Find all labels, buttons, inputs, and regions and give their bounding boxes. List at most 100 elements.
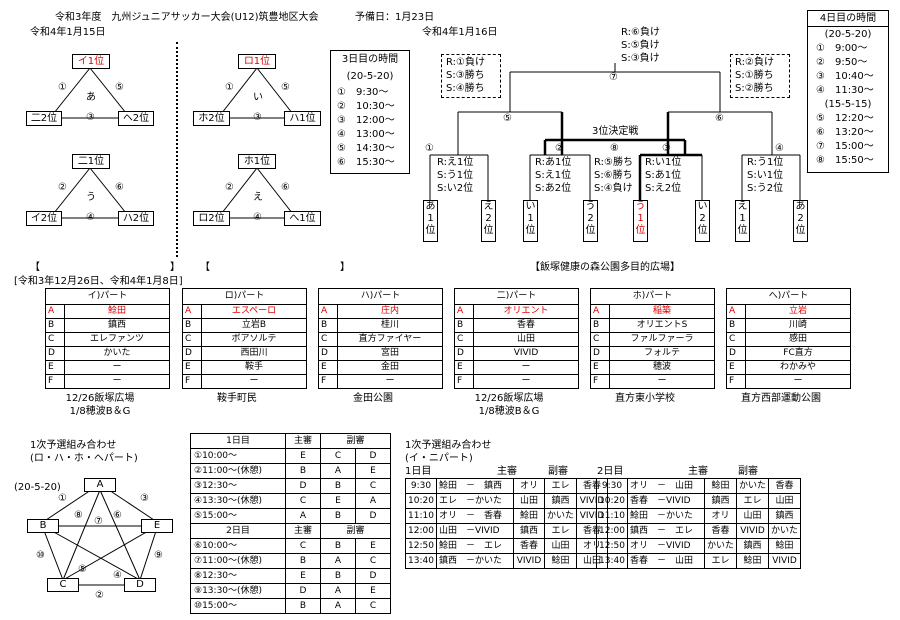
tt-num: ④ <box>194 496 203 506</box>
tt-ref: D <box>355 568 391 584</box>
node-c: C <box>47 578 79 592</box>
node-a: A <box>84 478 116 492</box>
group-i-right: ハ1位 <box>284 111 321 126</box>
divider <box>176 42 178 257</box>
sched-cell: 鎮西 <box>543 493 578 509</box>
sched-cell: 鯰田 <box>768 538 802 554</box>
group-a-right: ヘ2位 <box>118 111 154 126</box>
sched-cell: 香春 <box>768 478 802 494</box>
tt-day1: 1日目 <box>190 433 286 449</box>
day4-time: ⑥ 13:20～ <box>816 127 874 138</box>
tt-ref: C <box>285 538 321 554</box>
part-team: ー <box>609 374 715 389</box>
team-box: あ 1 位 <box>423 200 438 242</box>
sched-cell: 鯰田 －かいた <box>627 508 705 524</box>
tt-time: ③12:30～ <box>190 478 286 494</box>
sched-cell: 香春 － 山田 <box>627 553 705 569</box>
bracket-cond: S:う1位 <box>437 170 474 181</box>
group-e-m3: ⑥ <box>281 182 290 193</box>
tt-num: ⑧ <box>194 571 203 581</box>
day3-title: 3日目の時間 <box>341 54 399 65</box>
part-venue: 12/26飯塚広場 <box>65 393 135 404</box>
tt-ref: A <box>320 598 356 614</box>
day4-cond2: (15-5-15) <box>824 99 872 110</box>
day3-time: ④ 13:00～ <box>337 129 395 140</box>
sched-cell: 11:10 <box>405 508 437 524</box>
sched-cell: 鎮西 <box>736 538 770 554</box>
group-i-center: い <box>253 92 263 103</box>
tt-ref: B <box>285 598 321 614</box>
tt-ref: D <box>285 583 321 599</box>
tt-ref: C <box>320 448 356 464</box>
group-a-m3: ⑤ <box>115 82 124 93</box>
sched-cell: VIVID <box>736 523 770 539</box>
combo-left-sub: (ロ・ハ・ホ・ヘパート) <box>30 453 138 464</box>
right-dash-line: S:②勝ち <box>735 83 774 94</box>
tt-ref: D <box>355 448 391 464</box>
sched-cell: 山田 <box>513 493 545 509</box>
part-venue: 金田公園 <box>353 393 393 404</box>
sched-cell: かいた <box>768 523 802 539</box>
tt-time-text: 13:30～(休憩) <box>202 586 263 596</box>
sched-cell: エレ <box>543 523 578 539</box>
sched-cell: エレ <box>543 478 578 494</box>
left-dash-box: R:①負け S:③勝ち S:④勝ち <box>441 54 501 98</box>
combo-right-sub: (イ・ニパート) <box>405 453 473 464</box>
tt-h-main: 主審 <box>285 523 321 539</box>
bracket-cond: S:あ1位 <box>645 170 682 181</box>
bracket-cond: S:い1位 <box>747 170 784 181</box>
left-dash-line: S:④勝ち <box>446 83 485 94</box>
day3-time: ① 9:30～ <box>337 87 389 98</box>
tt-time: ④13:30～(休憩) <box>190 493 286 509</box>
group-i-m3: ⑤ <box>281 82 290 93</box>
tt-time: ⑥10:00～ <box>190 538 286 554</box>
tt-ref: A <box>285 508 321 524</box>
bracket-n3: ③ <box>662 143 671 154</box>
bracket-n1: ① <box>425 143 434 154</box>
part-team: ー <box>64 374 170 389</box>
tt-ref: A <box>320 583 356 599</box>
day4-time: ⑦ 15:00～ <box>816 141 874 152</box>
bracket-cond: S:え1位 <box>535 170 572 181</box>
tt-num: ② <box>194 466 203 476</box>
sched-cell: 鎮西 <box>703 493 738 509</box>
sched-cell: 山田 －VIVID <box>436 523 514 539</box>
tt-time-text: 12:30～ <box>202 571 238 581</box>
sched-cell: 鯰田 － 鎮西 <box>436 478 514 494</box>
group-e-right: へ1位 <box>284 211 321 226</box>
combo-left-cond: (20-5-20) <box>14 482 61 493</box>
tt-time-text: 10:00～ <box>202 451 238 461</box>
sched-cell: 山田 <box>768 493 802 509</box>
bracket-cond: R:⑤勝ち <box>594 157 633 168</box>
combo-left-title: 1次予選組み合わせ <box>30 440 117 451</box>
combo-right-hmain: 主審 <box>497 466 517 477</box>
sched-cell: 12:50 <box>596 538 628 554</box>
group-i-left: ホ2位 <box>193 111 230 126</box>
sched-cell: 鯰田 <box>736 553 770 569</box>
sched-cell: 12:00 <box>596 523 628 539</box>
tt-time-text: 11:00～(休憩) <box>202 466 263 476</box>
day4-time: ⑧ 15:50～ <box>816 155 874 166</box>
tt-ref: E <box>355 583 391 599</box>
bracket-n5: ⑤ <box>503 113 512 124</box>
bracket-cond: S:あ2位 <box>535 183 572 194</box>
sched-cell: VIVID <box>768 553 802 569</box>
tt-num: ⑨ <box>194 586 203 596</box>
group-u-center: う <box>86 192 96 203</box>
tt-ref: A <box>320 553 356 569</box>
tt-time-text: 13:30～(休憩) <box>202 496 263 506</box>
edge-num: ⑥ <box>113 510 122 521</box>
part-venue: 鞍手町民 <box>217 393 257 404</box>
sched-cell: オリ <box>513 478 545 494</box>
